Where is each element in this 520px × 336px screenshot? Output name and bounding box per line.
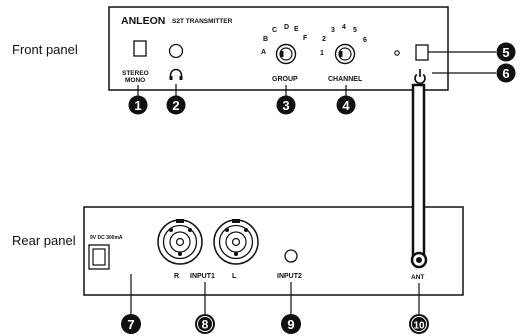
svg-text:9: 9: [287, 317, 294, 332]
xlr-input-l: [213, 219, 259, 265]
group-label: GROUP: [272, 76, 298, 83]
svg-text:1: 1: [134, 98, 141, 113]
svg-text:7: 7: [127, 317, 134, 332]
callout-7: 7: [121, 314, 141, 334]
headphone-icon: [169, 68, 183, 80]
headphone-jack: [168, 43, 184, 59]
input1-label: INPUT1: [190, 273, 215, 280]
power-switch: [415, 44, 429, 61]
channel-numbers: 1 2 3 4 5 6: [320, 24, 367, 57]
group-letters: A B C D E F: [261, 24, 308, 56]
ant-label: ANT: [411, 274, 424, 281]
callout-6: 6: [496, 63, 516, 83]
stereo-label: STEREO: [122, 70, 149, 77]
mono-label: MONO: [125, 77, 145, 84]
svg-text:2: 2: [172, 98, 179, 113]
channel-number-2: 2: [322, 36, 326, 43]
group-letter-d: D: [284, 24, 289, 31]
callout-9: 9: [281, 314, 301, 334]
antenna: [411, 83, 426, 259]
group-letter-f: F: [303, 35, 308, 42]
rear-panel-box: [83, 206, 464, 296]
rear-panel-label: Rear panel: [12, 233, 76, 248]
svg-text:6: 6: [502, 66, 509, 81]
stereo-mono-switch: [133, 40, 147, 57]
svg-text:8: 8: [202, 318, 209, 332]
channel-knob: [334, 43, 356, 65]
input2-label: INPUT2: [277, 273, 302, 280]
channel-number-6: 6: [363, 37, 367, 44]
callout-2: 2: [166, 95, 186, 115]
group-letter-b: B: [263, 36, 268, 43]
callout-8: 8: [195, 314, 215, 334]
power-icon: [414, 69, 426, 85]
power-spec-label: 9V DC 300mA: [90, 235, 123, 241]
brand-name: ANLEON: [121, 15, 165, 27]
callout-5: 5: [496, 42, 516, 62]
svg-text:5: 5: [502, 45, 509, 60]
group-letter-a: A: [261, 49, 266, 56]
svg-text:3: 3: [282, 98, 289, 113]
led-indicator: [394, 50, 400, 56]
callout-1: 1: [128, 95, 148, 115]
front-panel-label: Front panel: [12, 42, 78, 57]
channel-number-4: 4: [342, 24, 346, 31]
group-knob: [275, 43, 297, 65]
channel-label: CHANNEL: [328, 76, 363, 83]
input-l-label: L: [232, 273, 237, 280]
callout-10: 10: [409, 314, 429, 334]
svg-text:10: 10: [413, 321, 425, 332]
svg-text:4: 4: [342, 98, 350, 113]
callout-4: 4: [336, 95, 356, 115]
model-name: S2T TRANSMITTER: [172, 18, 233, 25]
group-letter-c: C: [272, 27, 277, 34]
input-r-label: R: [174, 273, 179, 280]
channel-number-3: 3: [331, 27, 335, 34]
channel-number-1: 1: [320, 50, 324, 57]
callout-3: 3: [276, 95, 296, 115]
channel-number-5: 5: [353, 27, 357, 34]
group-letter-e: E: [294, 26, 299, 33]
xlr-input-r: [157, 219, 203, 265]
input2-jack: [284, 249, 298, 263]
